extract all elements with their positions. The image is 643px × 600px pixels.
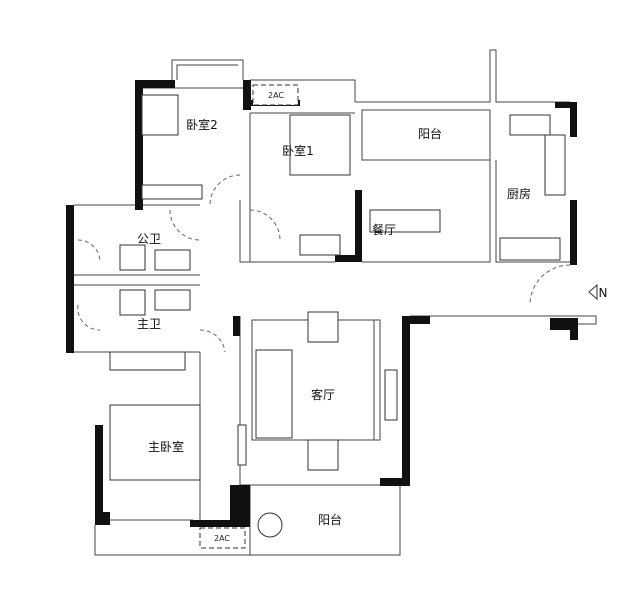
ac-label: 2AC bbox=[268, 91, 284, 100]
room-label-balcony-top: 阳台 bbox=[418, 126, 442, 141]
ac-unit-top: 2AC bbox=[252, 84, 299, 106]
room-label-dining: 餐厅 bbox=[372, 222, 396, 237]
north-compass-icon: N bbox=[588, 283, 608, 301]
room-label-living: 客厅 bbox=[311, 387, 335, 402]
ac-label: 2AC bbox=[214, 534, 230, 543]
room-label-balcony-bottom: 阳台 bbox=[318, 512, 342, 527]
room-label-public-bath: 公卫 bbox=[137, 232, 161, 246]
furniture bbox=[109, 94, 566, 538]
room-label-master-bedroom: 主卧室 bbox=[148, 439, 184, 454]
room-label-master-bath: 主卫 bbox=[137, 317, 161, 331]
room-label-kitchen: 厨房 bbox=[507, 186, 531, 201]
room-label-bedroom2: 卧室2 bbox=[186, 117, 218, 132]
ac-unit-bottom: 2AC bbox=[199, 527, 246, 549]
compass-label: N bbox=[599, 286, 608, 300]
doors bbox=[77, 174, 571, 353]
room-label-bedroom1: 卧室1 bbox=[282, 143, 314, 158]
